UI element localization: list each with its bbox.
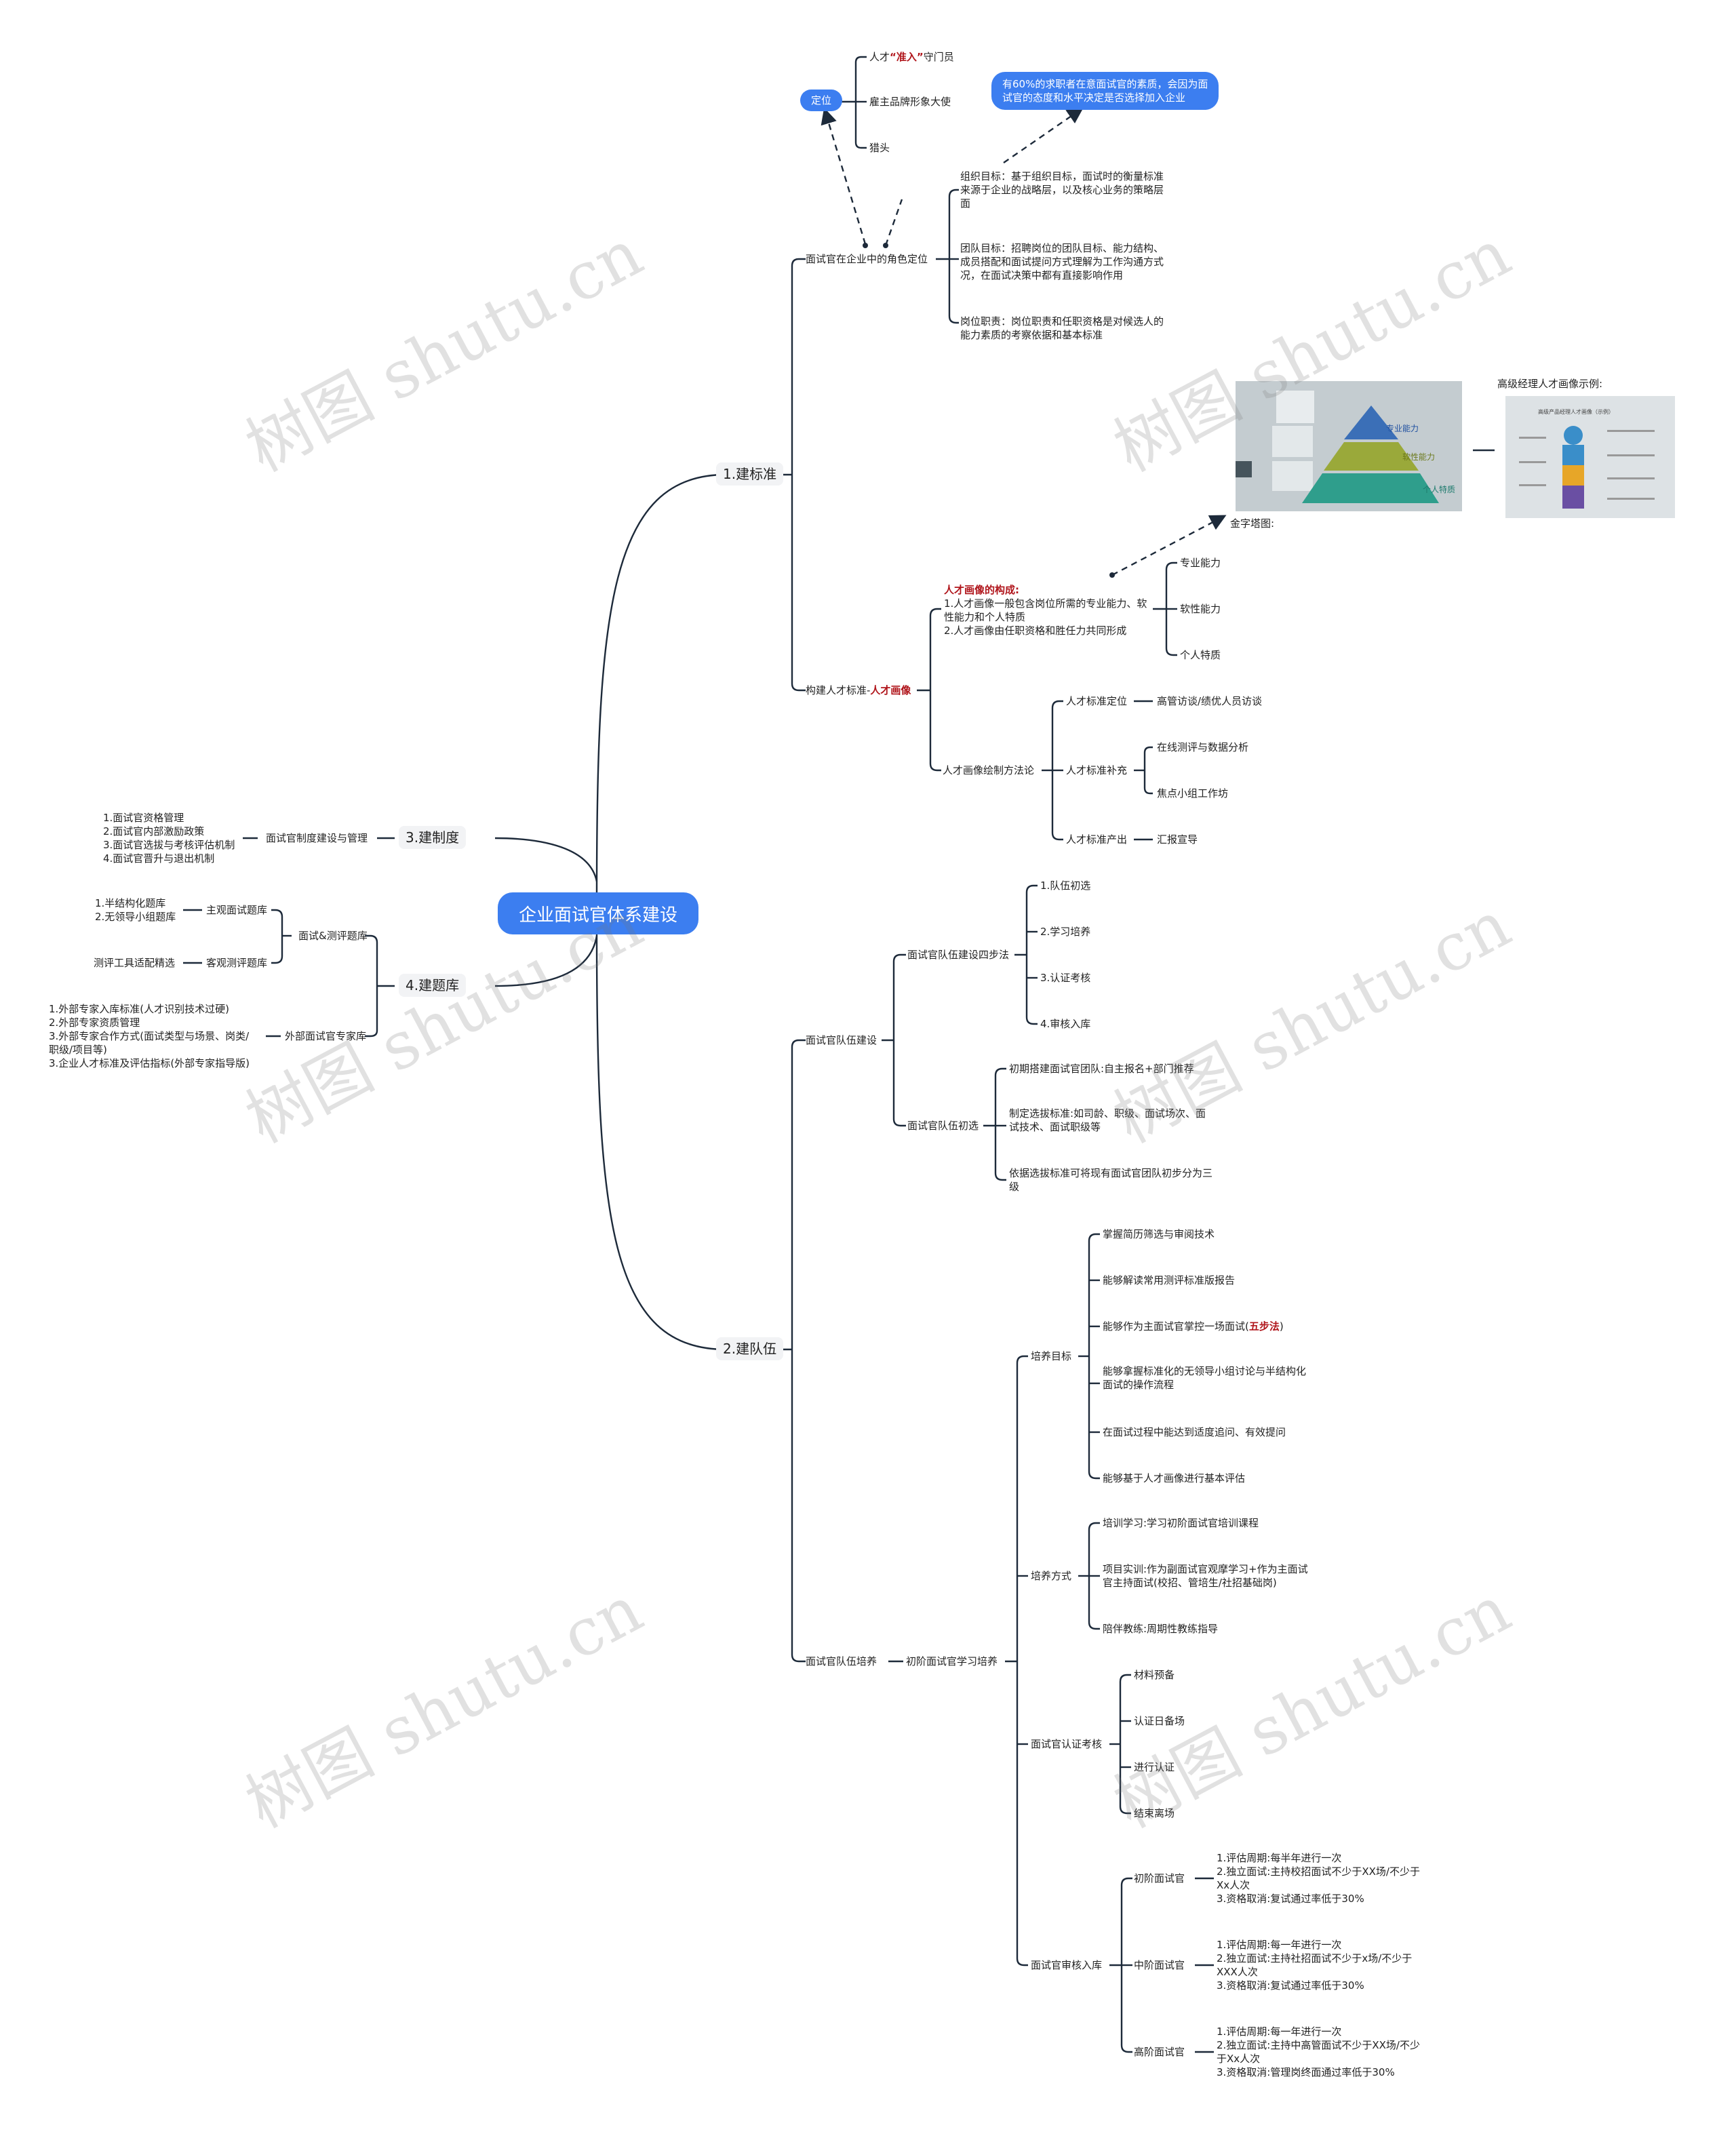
- step-initial-selection[interactable]: 1.队伍初选: [1040, 880, 1091, 892]
- watermark: 树图 shutu.cn: [234, 886, 654, 1158]
- initial-item-criteria[interactable]: 制定选拔标准:如司龄、职级、面试场次、面 试技术、面试职级等: [1009, 1107, 1206, 1133]
- link-root-b1: [595, 473, 726, 893]
- node-portrait-composition[interactable]: 人才画像的构成: 1.人才画像一般包含岗位所需的专业能力、软 性能力和个人特质 …: [944, 584, 1147, 637]
- goal-team[interactable]: 团队目标：招聘岗位的团队目标、能力结构、 成员搭配和面试提问方式理解为工作沟通方…: [960, 242, 1164, 281]
- pos-item-gatekeeper[interactable]: 人才“准入”守门员: [869, 51, 954, 63]
- svg-text:高级产品经理人才画像（示例）: 高级产品经理人才画像（示例）: [1538, 408, 1614, 415]
- cert-prep-day[interactable]: 认证日备场: [1134, 1715, 1185, 1727]
- pyramid-diagram: 专业能力 软性能力 个人特质: [1236, 381, 1462, 511]
- watermark: 树图 shutu.cn: [234, 1570, 654, 1843]
- level-senior-rules[interactable]: 1.评估周期:每一年进行一次 2.独立面试:主持中高管面试不少于XX场/不少 于…: [1217, 2026, 1420, 2078]
- node-team-training[interactable]: 面试官队伍培养: [806, 1655, 877, 1667]
- pos-item-brand-ambassador[interactable]: 雇主品牌形象大使: [869, 96, 951, 108]
- initial-item-levels[interactable]: 依据选拔标准可将现有面试官团队初步分为三 级: [1009, 1167, 1213, 1193]
- branch-build-standards[interactable]: 1.建标准: [716, 462, 784, 486]
- node-interviewer-role[interactable]: 面试官在企业中的角色定位: [806, 253, 928, 265]
- initial-item-build[interactable]: 初期搭建面试官团队:自主报名+部门推荐: [1009, 1063, 1194, 1075]
- cert-conduct[interactable]: 进行认证: [1134, 1761, 1175, 1773]
- node-training-goal[interactable]: 培养目标: [1031, 1350, 1072, 1362]
- level-intermediate[interactable]: 中阶面试官: [1134, 1959, 1185, 1971]
- goal-position[interactable]: 岗位职责：岗位职责和任职资格是对候选人的 能力素质的考察依据和基本标准: [960, 315, 1164, 341]
- node-expert-pool[interactable]: 外部面试官专家库: [285, 1030, 367, 1042]
- link-root-b3: [494, 837, 598, 882]
- pos-item-headhunter[interactable]: 猎头: [869, 142, 890, 154]
- node-junior-training[interactable]: 初阶面试官学习培养: [906, 1655, 998, 1667]
- step-learning[interactable]: 2.学习培养: [1040, 926, 1091, 938]
- node-subjective-bank[interactable]: 主观面试题库: [206, 904, 268, 916]
- node-objective-bank[interactable]: 客观测评题库: [206, 957, 268, 969]
- node-talent-portrait[interactable]: 构建人才标准-人才画像: [806, 684, 911, 696]
- level-junior-rules[interactable]: 1.评估周期:每半年进行一次 2.独立面试:主持校招面试不少于XX场/不少于 X…: [1217, 1852, 1420, 1905]
- node-system-management[interactable]: 面试官制度建设与管理: [266, 832, 368, 844]
- cert-materials[interactable]: 材料预备: [1134, 1669, 1175, 1681]
- method-coaching[interactable]: 陪伴教练:周期性教练指导: [1103, 1623, 1219, 1635]
- method-positioning[interactable]: 人才标准定位: [1066, 695, 1128, 707]
- method-supplement[interactable]: 人才标准补充: [1066, 764, 1128, 776]
- subjective-list[interactable]: 1.半结构化题库 2.无领导小组题库: [95, 897, 176, 923]
- node-certification[interactable]: 面试官认证考核: [1031, 1738, 1103, 1750]
- watermark: 树图 shutu.cn: [1102, 1570, 1522, 1843]
- method-leaf-focus-group[interactable]: 焦点小组工作坊: [1157, 787, 1229, 799]
- method-leaf-report[interactable]: 汇报宣导: [1157, 833, 1198, 846]
- system-list[interactable]: 1.面试官资格管理 2.面试官内部激励政策 3.面试官选拔与考核评估机制 4.面…: [103, 812, 235, 865]
- svg-text:个人特质: 个人特质: [1423, 484, 1455, 494]
- method-leaf-online-assessment[interactable]: 在线测评与数据分析: [1157, 741, 1249, 753]
- watermark: 树图 shutu.cn: [234, 214, 654, 487]
- level-junior[interactable]: 初阶面试官: [1134, 1872, 1185, 1884]
- ability-personal[interactable]: 个人特质: [1180, 649, 1221, 661]
- level-senior[interactable]: 高阶面试官: [1134, 2046, 1185, 2058]
- goal-portrait-evaluation[interactable]: 能够基于人才画像进行基本评估: [1103, 1472, 1246, 1484]
- goal-main-interviewer[interactable]: 能够作为主面试官掌控一场面试(五步法): [1103, 1320, 1284, 1332]
- node-team-build[interactable]: 面试官队伍建设: [806, 1034, 877, 1046]
- pyramid-image[interactable]: 专业能力 软性能力 个人特质: [1236, 381, 1462, 511]
- svg-text:专业能力: 专业能力: [1386, 423, 1419, 433]
- level-intermediate-rules[interactable]: 1.评估周期:每一年进行一次 2.独立面试:主持社招面试不少于x场/不少于 XX…: [1217, 1939, 1413, 1992]
- svg-text:软性能力: 软性能力: [1402, 452, 1435, 462]
- callout-candidate-care[interactable]: 有60%的求职者在意面试官的素质，会因为面 试官的态度和水平决定是否选择加入企业: [991, 72, 1219, 110]
- goal-group-discussion[interactable]: 能够拿握标准化的无领导小组讨论与半结构化 面试的操作流程: [1103, 1365, 1307, 1391]
- node-positioning[interactable]: 定位: [800, 90, 843, 111]
- node-review-entry[interactable]: 面试官审核入库: [1031, 1959, 1103, 1971]
- goal-report-reading[interactable]: 能够解读常用测评标准版报告: [1103, 1274, 1236, 1286]
- branch-build-system[interactable]: 3.建制度: [399, 826, 467, 849]
- goal-resume-screening[interactable]: 掌握简历筛选与审阅技术: [1103, 1228, 1215, 1240]
- step-certification[interactable]: 3.认证考核: [1040, 972, 1091, 984]
- branch-build-question-bank[interactable]: 4.建题库: [399, 974, 467, 997]
- node-training-method[interactable]: 培养方式: [1031, 1570, 1072, 1582]
- goal-organization[interactable]: 组织目标：基于组织目标，面试时的衡量标准 来源于企业的战略层，以及核心业务的策略…: [960, 170, 1164, 210]
- label-pyramid: 金字塔图:: [1230, 517, 1275, 530]
- expert-list[interactable]: 1.外部专家入库标准(人才识别技术过硬) 2.外部专家资质管理 3.外部专家合作…: [49, 1003, 250, 1069]
- method-leaf-interviews[interactable]: 高管访谈/绩优人员访谈: [1157, 695, 1263, 707]
- label-senior-manager-example: 高级经理人才画像示例:: [1497, 378, 1603, 390]
- goal-questioning[interactable]: 在面试过程中能达到适度追问、有效提问: [1103, 1426, 1286, 1438]
- node-four-steps[interactable]: 面试官队伍建设四步法: [907, 949, 1010, 961]
- senior-manager-portrait-image[interactable]: 高级产品经理人才画像（示例）: [1505, 396, 1675, 518]
- objective-list[interactable]: 测评工具适配精选: [94, 957, 176, 969]
- portrait-figure: 高级产品经理人才画像（示例）: [1505, 396, 1675, 518]
- branch-build-team[interactable]: 2.建队伍: [716, 1337, 784, 1360]
- method-output[interactable]: 人才标准产出: [1066, 833, 1128, 846]
- method-course[interactable]: 培训学习:学习初阶面试官培训课程: [1103, 1517, 1259, 1529]
- ability-professional[interactable]: 专业能力: [1180, 557, 1221, 569]
- cert-end[interactable]: 结束离场: [1134, 1807, 1175, 1819]
- watermark: 树图 shutu.cn: [1102, 886, 1522, 1158]
- dashed-arrow-positioning: [821, 107, 867, 245]
- method-practice[interactable]: 项目实训:作为副面试官观摩学习+作为主面试 官主持面试(校招、管培生/社招基础岗…: [1103, 1563, 1308, 1589]
- ability-soft[interactable]: 软性能力: [1180, 603, 1221, 615]
- root-node[interactable]: 企业面试官体系建设: [498, 892, 698, 934]
- link-root-b2: [595, 934, 726, 1351]
- node-portrait-method[interactable]: 人才画像绘制方法论: [943, 764, 1035, 776]
- step-review[interactable]: 4.审核入库: [1040, 1018, 1091, 1030]
- node-initial-selection[interactable]: 面试官队伍初选: [907, 1120, 979, 1132]
- node-question-bank[interactable]: 面试&测评题库: [298, 930, 368, 942]
